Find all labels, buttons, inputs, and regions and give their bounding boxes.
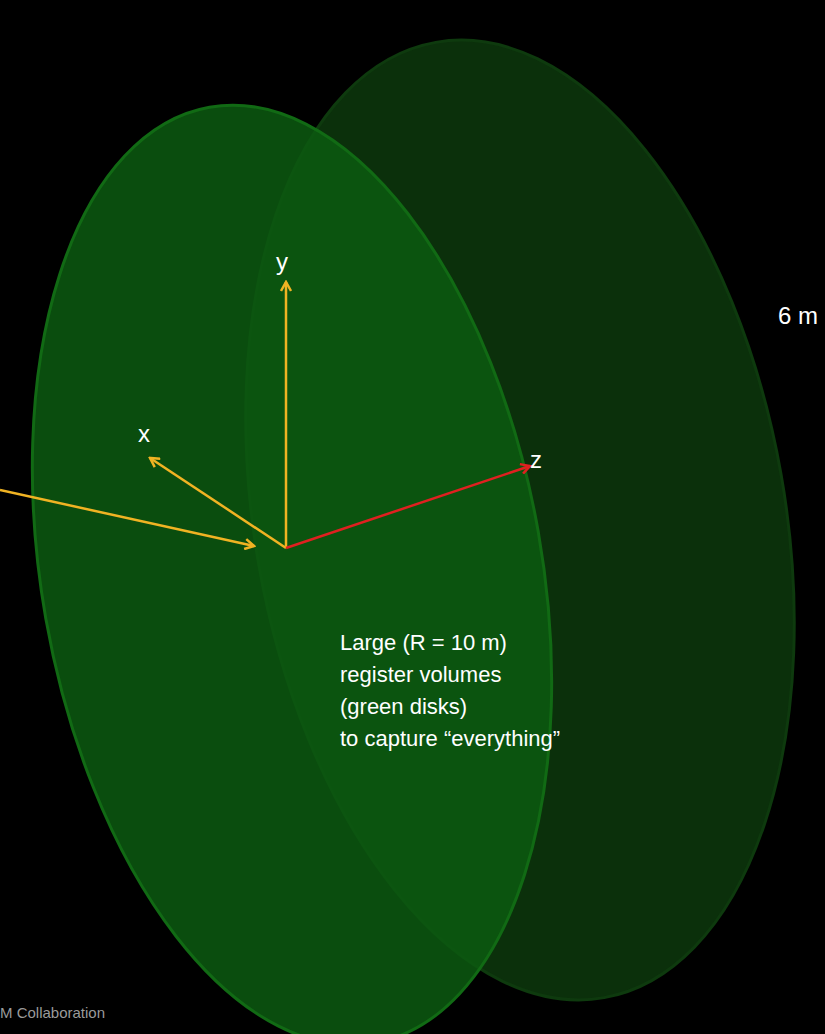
note: to capture “everything” xyxy=(340,726,560,752)
axis-label: z xyxy=(530,446,542,474)
axis-label: y xyxy=(276,248,288,276)
y-axis xyxy=(285,282,288,548)
z-axis xyxy=(286,466,530,548)
note: Large (R = 10 m) xyxy=(340,630,507,656)
beam-arrow xyxy=(0,490,254,546)
dimension: 6 m xyxy=(778,302,818,330)
axis-label: x xyxy=(138,420,150,448)
note: register volumes xyxy=(340,662,501,688)
x-axis xyxy=(150,458,286,548)
note: (green disks) xyxy=(340,694,467,720)
front-disk xyxy=(0,64,621,1034)
watermark: M Collaboration xyxy=(0,1004,105,1021)
